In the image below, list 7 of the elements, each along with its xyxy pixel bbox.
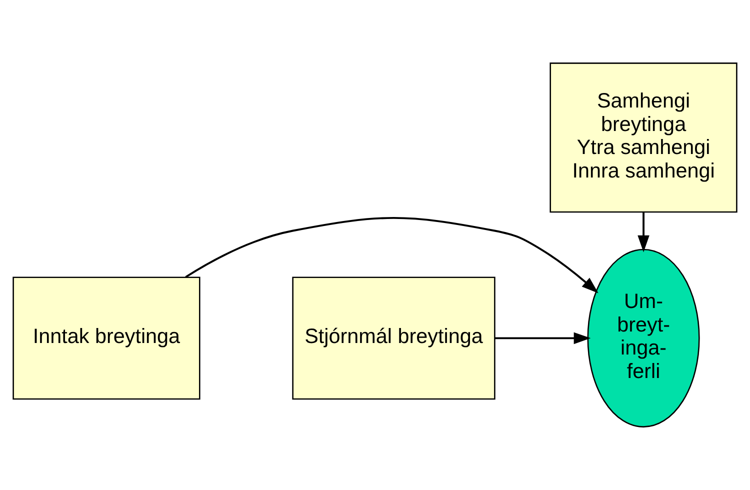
arrow (494, 332, 591, 344)
arrow (185, 217, 598, 294)
node-box: Samhengi breytinga Ytra samhengi Innra samhengi (550, 62, 738, 213)
arrow (638, 212, 650, 252)
node-box: Inntak breytinga (12, 276, 200, 400)
node-ellipse: Um- breyt- inga- ferli (587, 248, 700, 428)
node-box: Stjórnmál breytinga (292, 276, 496, 400)
